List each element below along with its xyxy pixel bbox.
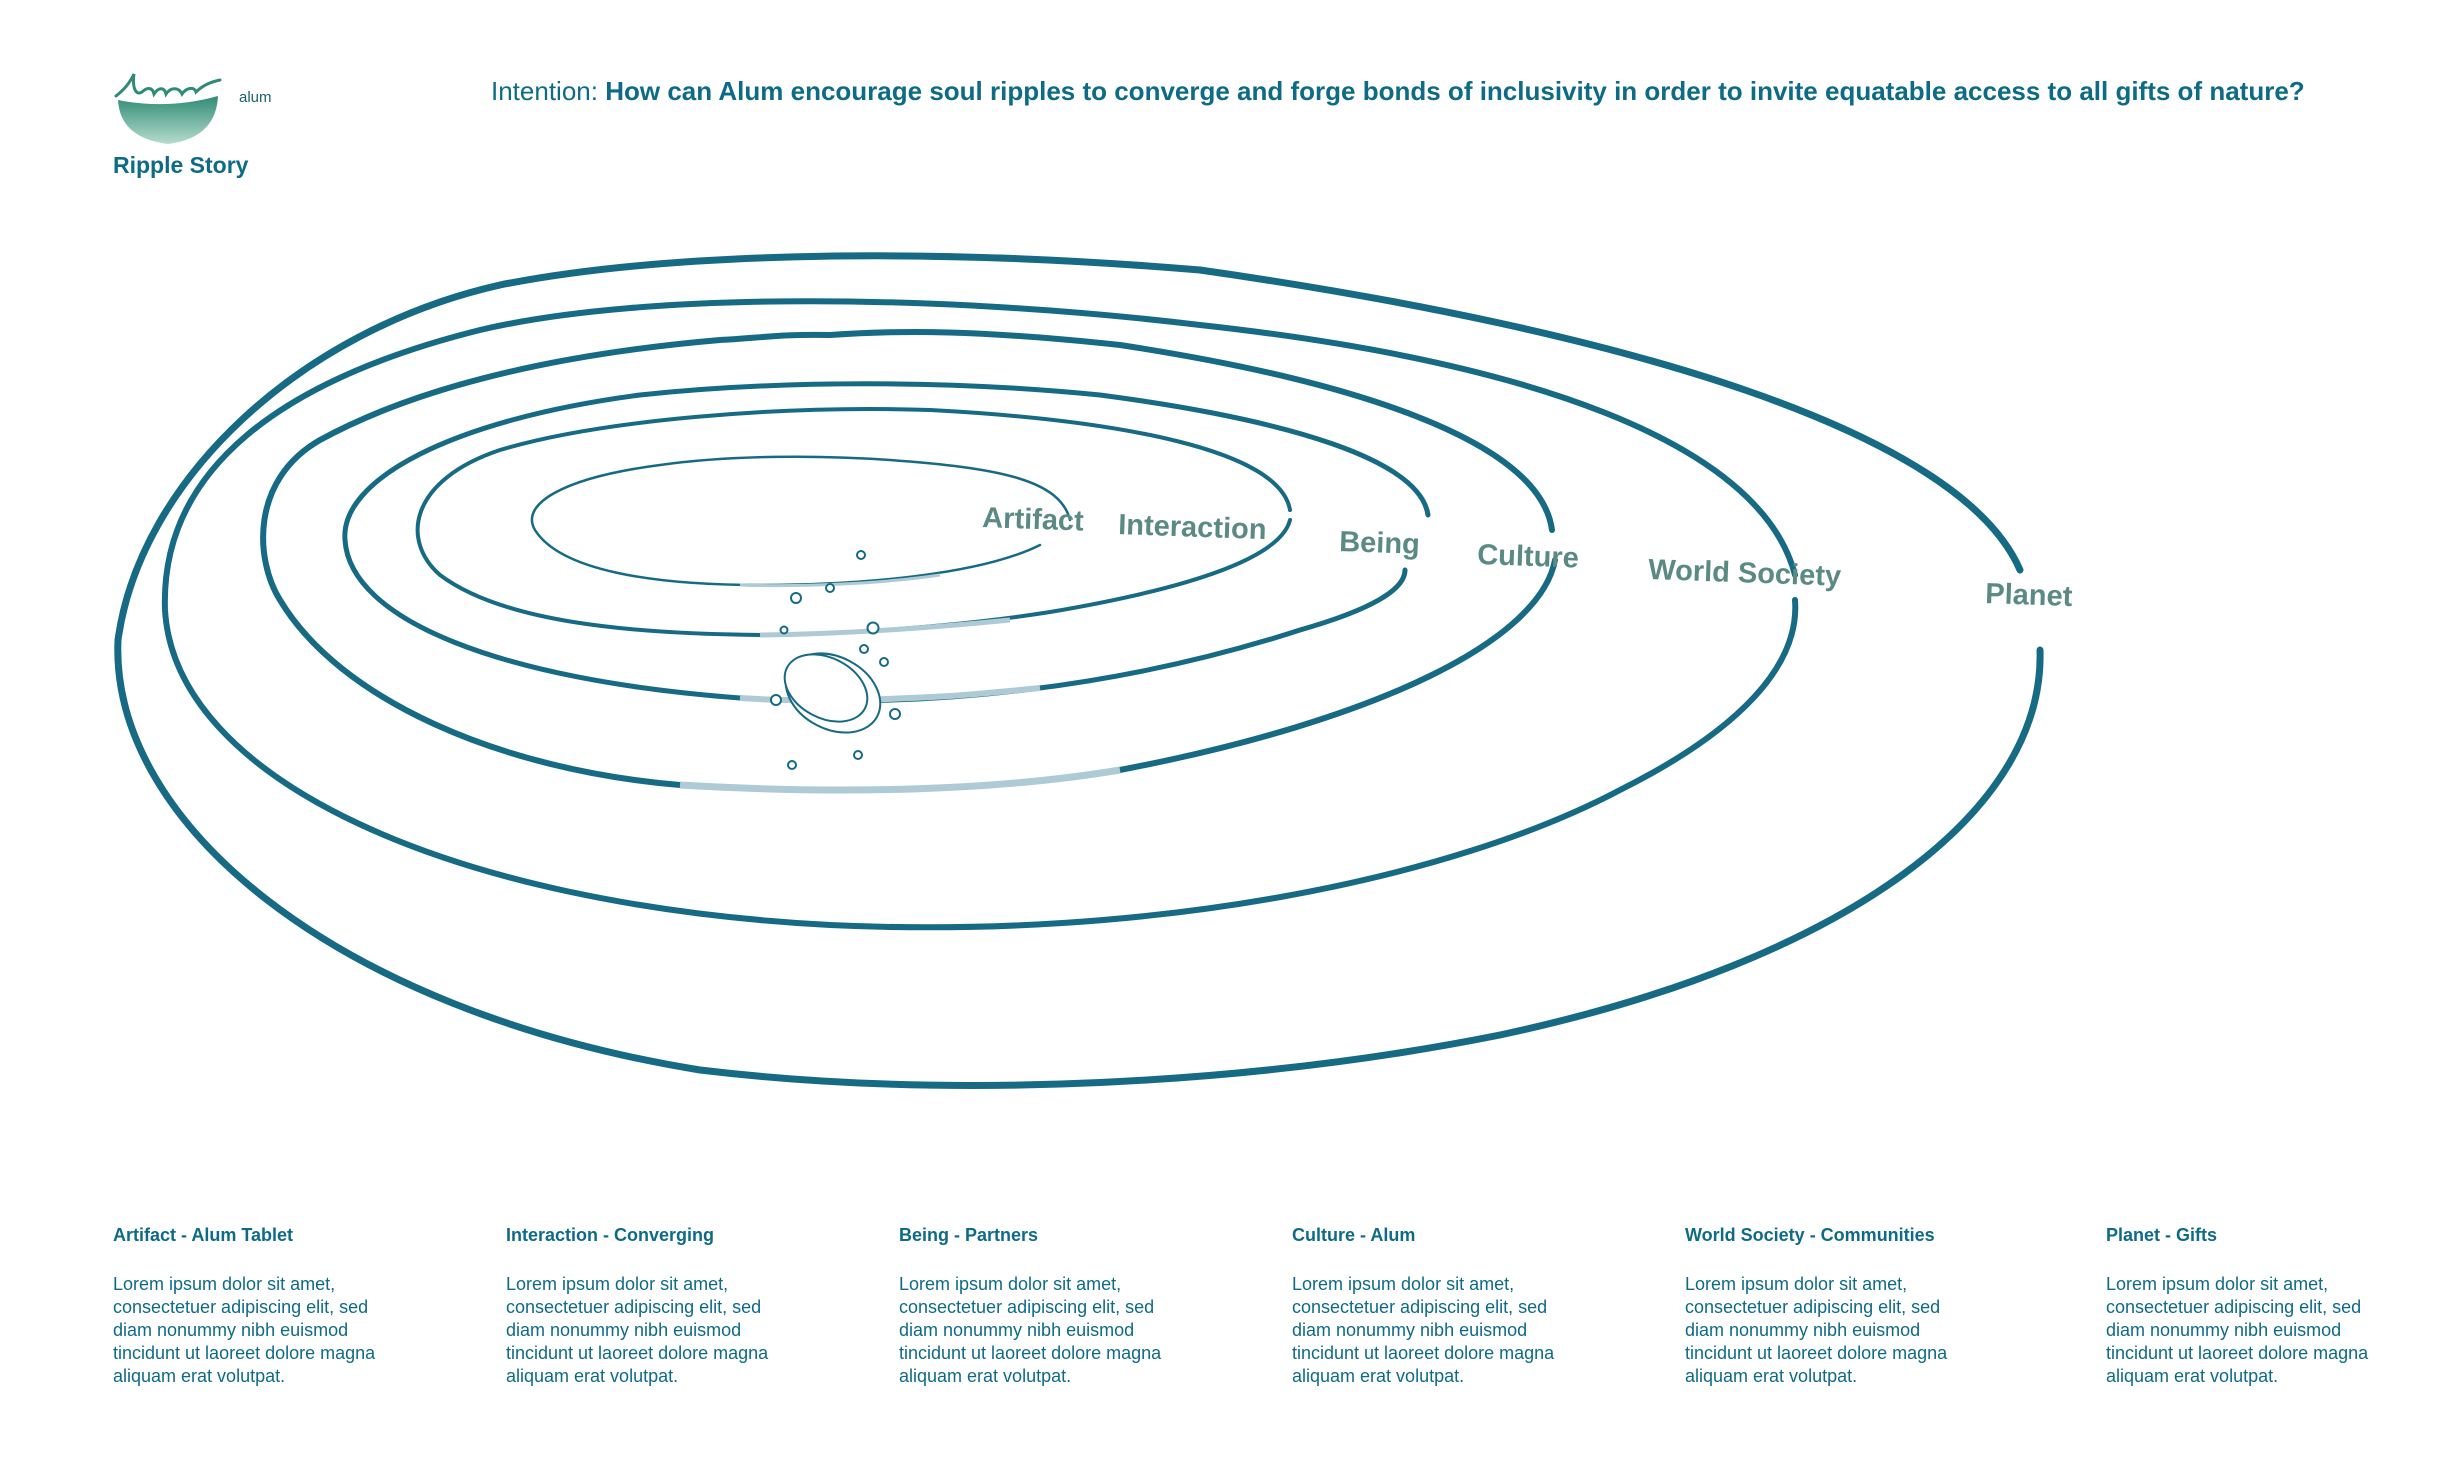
ring-world-society — [165, 301, 1795, 927]
ring-culture — [263, 332, 1555, 790]
ring-descriptions: Artifact - Alum Tablet Lorem ipsum dolor… — [0, 1225, 2448, 1425]
ring-label-being: Being — [1339, 526, 1421, 561]
ring-label-interaction: Interaction — [1118, 509, 1267, 546]
card-title: Artifact - Alum Tablet — [113, 1225, 413, 1246]
card-body: Lorem ipsum dolor sit amet, consectetuer… — [899, 1273, 1189, 1388]
faded-segment-world-society — [680, 770, 1120, 790]
ring-label-artifact: Artifact — [982, 502, 1085, 538]
card-title: World Society - Communities — [1685, 1225, 1985, 1246]
card-title: Planet - Gifts — [2106, 1225, 2406, 1246]
ring-artifact — [532, 457, 1070, 585]
card-title: Culture - Alum — [1292, 1225, 1592, 1246]
card-world-society: World Society - Communities Lorem ipsum … — [1685, 1225, 1985, 1388]
alum-tablet-icon — [772, 638, 894, 749]
ring-being — [345, 384, 1428, 701]
ring-label-world-society: World Society — [1648, 554, 1842, 593]
card-body: Lorem ipsum dolor sit amet, consectetuer… — [1292, 1273, 1582, 1388]
ring-label-planet: Planet — [1985, 578, 2073, 613]
card-title: Being - Partners — [899, 1225, 1199, 1246]
ring-planet — [118, 256, 2040, 1086]
ring-label-culture: Culture — [1477, 539, 1580, 575]
card-interaction: Interaction - Converging Lorem ipsum dol… — [506, 1225, 806, 1388]
intention-question: How can Alum encourage soul ripples to c… — [605, 76, 2304, 106]
card-planet: Planet - Gifts Lorem ipsum dolor sit ame… — [2106, 1225, 2406, 1388]
card-body: Lorem ipsum dolor sit amet, consectetuer… — [113, 1273, 403, 1388]
card-culture: Culture - Alum Lorem ipsum dolor sit ame… — [1292, 1225, 1592, 1388]
faded-segment-artifact — [740, 575, 940, 586]
intention-statement: Intention: How can Alum encourage soul r… — [491, 76, 2305, 107]
ring-interaction — [418, 409, 1290, 635]
card-body: Lorem ipsum dolor sit amet, consectetuer… — [2106, 1273, 2396, 1388]
card-artifact: Artifact - Alum Tablet Lorem ipsum dolor… — [113, 1225, 413, 1388]
page-title: Ripple Story — [113, 152, 248, 179]
bubble-icons — [771, 551, 900, 769]
card-being: Being - Partners Lorem ipsum dolor sit a… — [899, 1225, 1199, 1388]
brand-name: alum — [239, 89, 272, 106]
faded-segment-being — [740, 688, 1040, 700]
intention-prefix: Intention: — [491, 76, 598, 106]
card-body: Lorem ipsum dolor sit amet, consectetuer… — [506, 1273, 796, 1388]
alum-logo — [112, 66, 224, 146]
faded-segment-interaction — [760, 620, 1010, 635]
card-body: Lorem ipsum dolor sit amet, consectetuer… — [1685, 1273, 1975, 1388]
card-title: Interaction - Converging — [506, 1225, 806, 1246]
